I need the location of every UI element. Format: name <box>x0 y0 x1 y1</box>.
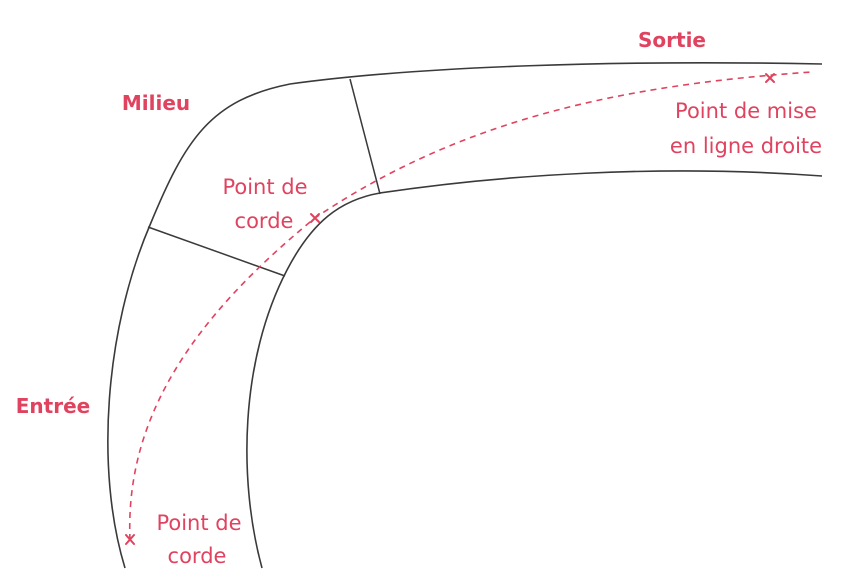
racing-line <box>128 71 813 541</box>
outer-track-edge <box>107 62 823 569</box>
straighten-point-marker <box>765 73 775 83</box>
apex-entry-label-line2: corde <box>168 544 227 568</box>
straighten-point-label-line2: en ligne droite <box>670 134 822 158</box>
apex-entry-marker <box>125 534 135 545</box>
inner-track-edge <box>246 170 823 569</box>
section-label-middle: Milieu <box>122 91 190 115</box>
apex-middle-marker <box>310 213 320 223</box>
apex-entry-label-line1: Point de <box>156 511 241 535</box>
straighten-point-label-line1: Point de mise <box>675 99 817 123</box>
middle-exit-divider <box>349 78 381 195</box>
apex-middle-label-line2: corde <box>235 209 294 233</box>
section-label-entry: Entrée <box>16 394 90 418</box>
entry-middle-divider <box>147 226 286 277</box>
section-label-exit: Sortie <box>638 28 706 52</box>
apex-middle-label-line1: Point de <box>222 175 307 199</box>
